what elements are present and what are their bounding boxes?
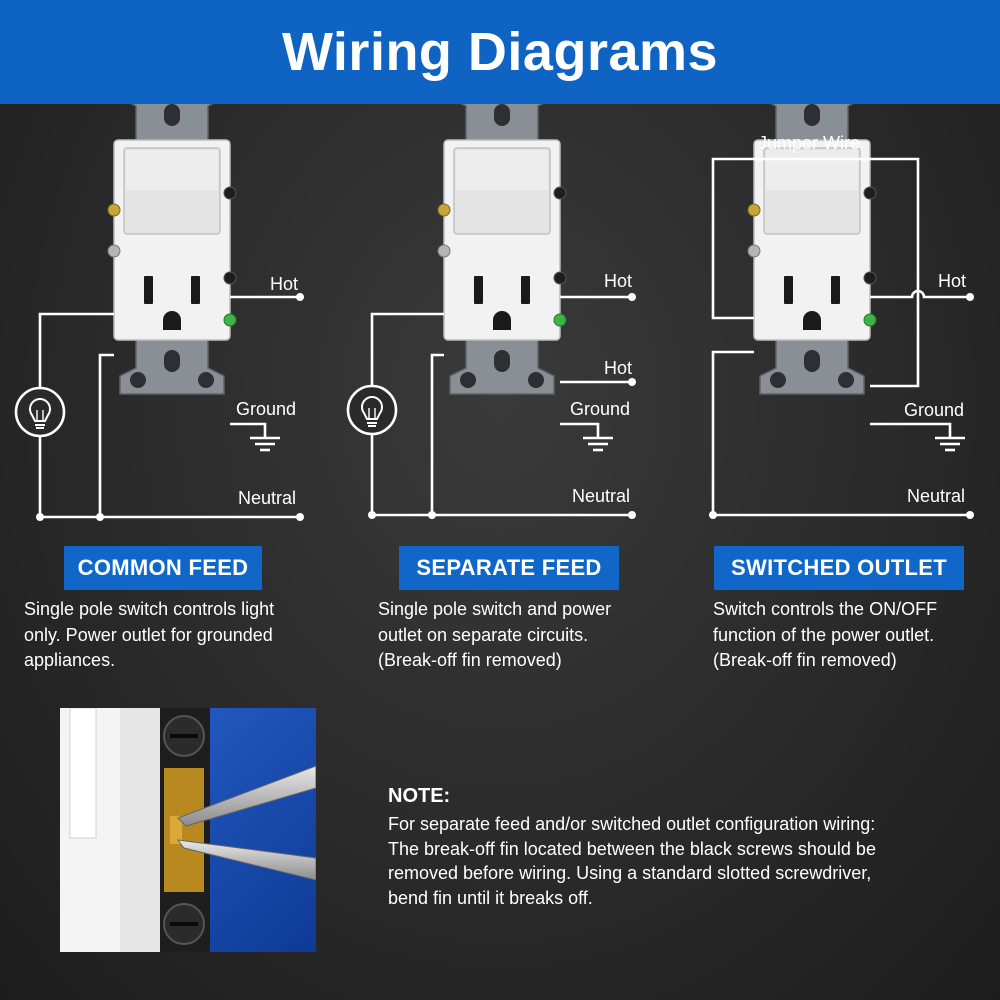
common-feed-description: Single pole switch controls light only. …	[24, 597, 274, 674]
note-line: bend fin until it breaks off.	[388, 887, 593, 908]
jumper-wire	[711, 157, 920, 388]
desc-line: Single pole switch controls light	[24, 599, 275, 619]
note-block: NOTE: For separate feed and/or switched …	[388, 785, 948, 910]
desc-line: appliances.	[24, 650, 116, 670]
note-line: removed before wiring. Using a standard …	[388, 863, 872, 883]
note-body: For separate feed and/or switched outlet…	[388, 812, 948, 910]
desc-line: Single pole switch and power	[378, 599, 612, 619]
desc-line: (Break-off fin removed)	[378, 650, 562, 670]
desc-line: function of the power outlet.	[713, 624, 935, 645]
neutral-label: Neutral	[572, 486, 630, 506]
separate-feed-badge: SEPARATE FEED	[399, 546, 619, 590]
desc-line: outlet on separate circuits.	[378, 624, 589, 645]
ground-label: Ground	[904, 400, 964, 420]
note-title: NOTE:	[388, 785, 451, 807]
header-banner: Wiring Diagrams	[0, 0, 1000, 104]
common-feed-badge: COMMON FEED	[64, 546, 262, 590]
ground-label: Ground	[570, 399, 630, 419]
page-title: Wiring Diagrams	[281, 22, 719, 82]
neutral-wire	[711, 350, 970, 517]
hot-label-1: Hot	[604, 271, 632, 291]
break-off-fin-photo	[60, 708, 316, 952]
separate-feed-description: Single pole switch and power outlet on s…	[378, 597, 611, 674]
hot-wire	[870, 289, 970, 299]
desc-line: only. Power outlet for grounded	[24, 624, 273, 645]
note-line: For separate feed and/or switched outlet…	[388, 814, 876, 834]
note-line: The break-off fin located between the bl…	[388, 838, 876, 859]
switched-outlet-badge: SWITCHED OUTLET	[714, 546, 964, 590]
neutral-label: Neutral	[238, 488, 296, 508]
pliers-illustration	[60, 708, 316, 952]
jumper-label: Jumper Wire	[758, 133, 860, 153]
switched-outlet-diagram: Jumper Wire Hot Ground Neutral	[709, 104, 974, 519]
hot-label: Hot	[938, 271, 966, 291]
hot-label: Hot	[270, 274, 298, 294]
neutral-label: Neutral	[907, 486, 965, 506]
desc-line: Switch controls the ON/OFF	[713, 599, 938, 619]
separate-feed-diagram: Hot Hot Ground Neutral	[346, 104, 636, 519]
ground-label: Ground	[236, 399, 296, 419]
desc-line: (Break-off fin removed)	[713, 650, 897, 670]
wiring-diagrams: Hot Ground Neutral Hot Hot Ground Neutra…	[14, 104, 974, 521]
ground-wire	[230, 422, 267, 430]
switched-outlet-description: Switch controls the ON/OFF function of t…	[713, 597, 937, 674]
hot-label-2: Hot	[604, 358, 632, 378]
common-feed-diagram: Hot Ground Neutral	[14, 104, 304, 521]
